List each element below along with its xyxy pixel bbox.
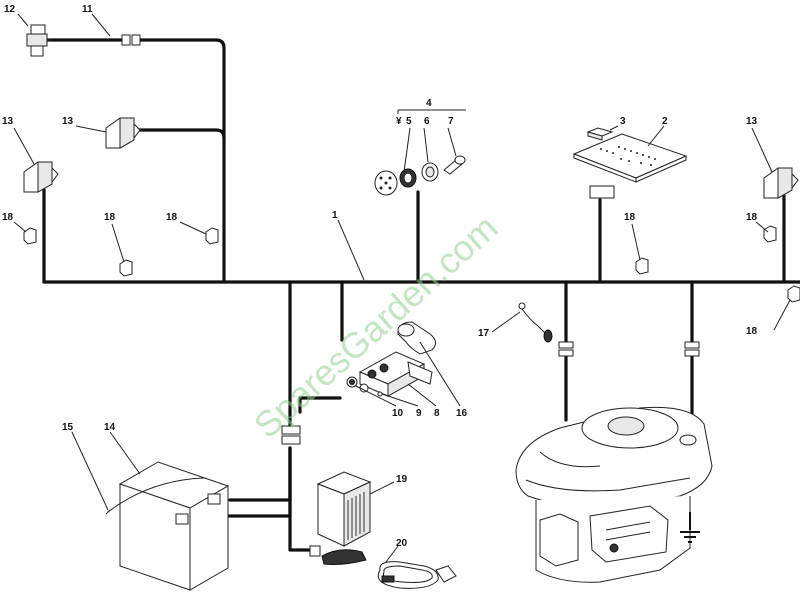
label-15: 15 (62, 422, 74, 433)
label-18-5: 18 (746, 212, 758, 223)
label-5: 5 (406, 116, 412, 127)
label-8: 8 (434, 408, 440, 419)
label-6: 6 (424, 116, 430, 127)
cable-20-icon (377, 561, 457, 589)
label-13-right: 13 (746, 116, 758, 127)
switch-13-top-icon (105, 117, 141, 149)
sensor-12-icon (26, 24, 52, 57)
label-18-4: 18 (624, 212, 636, 223)
label-17: 17 (478, 328, 490, 339)
label-2: 2 (662, 116, 668, 127)
label-10: 10 (392, 408, 404, 419)
circuit-board-icon (572, 127, 688, 199)
leader-lines (13, 13, 791, 563)
ground-lead-17-icon (518, 302, 553, 343)
label-7: 7 (448, 116, 454, 127)
label-11: 11 (82, 4, 93, 15)
label-14: 14 (104, 422, 116, 433)
switch-13-right-icon (763, 167, 799, 199)
label-4: 4 (426, 98, 432, 109)
label-3: 3 (620, 116, 626, 127)
label-19: 19 (396, 474, 408, 485)
label-18-3: 18 (166, 212, 178, 223)
charger-19-icon (316, 471, 372, 565)
label-16: 16 (456, 408, 468, 419)
label-9: 9 (416, 408, 422, 419)
part-labels: 12 11 13 13 18 18 18 1 4 5 6 7 3 2 13 18… (2, 4, 758, 549)
label-1: 1 (332, 210, 338, 221)
switch-13-left-icon (23, 161, 59, 193)
engine-icon (515, 406, 713, 583)
label-18-2: 18 (104, 212, 116, 223)
label-13-top: 13 (62, 116, 74, 127)
label-18-6: 18 (746, 326, 758, 337)
label-18-1: 18 (2, 212, 14, 223)
wiring-harness (42, 38, 800, 552)
svg-text:¥: ¥ (396, 116, 402, 127)
label-20: 20 (396, 538, 408, 549)
battery-icon (105, 461, 230, 591)
label-12: 12 (4, 4, 16, 15)
clip-18-icons (23, 225, 800, 303)
inline-connectors (121, 34, 700, 557)
label-13-left: 13 (2, 116, 14, 127)
ignition-parts-icon: ¥ (374, 109, 466, 196)
solenoid-icon (346, 321, 436, 397)
